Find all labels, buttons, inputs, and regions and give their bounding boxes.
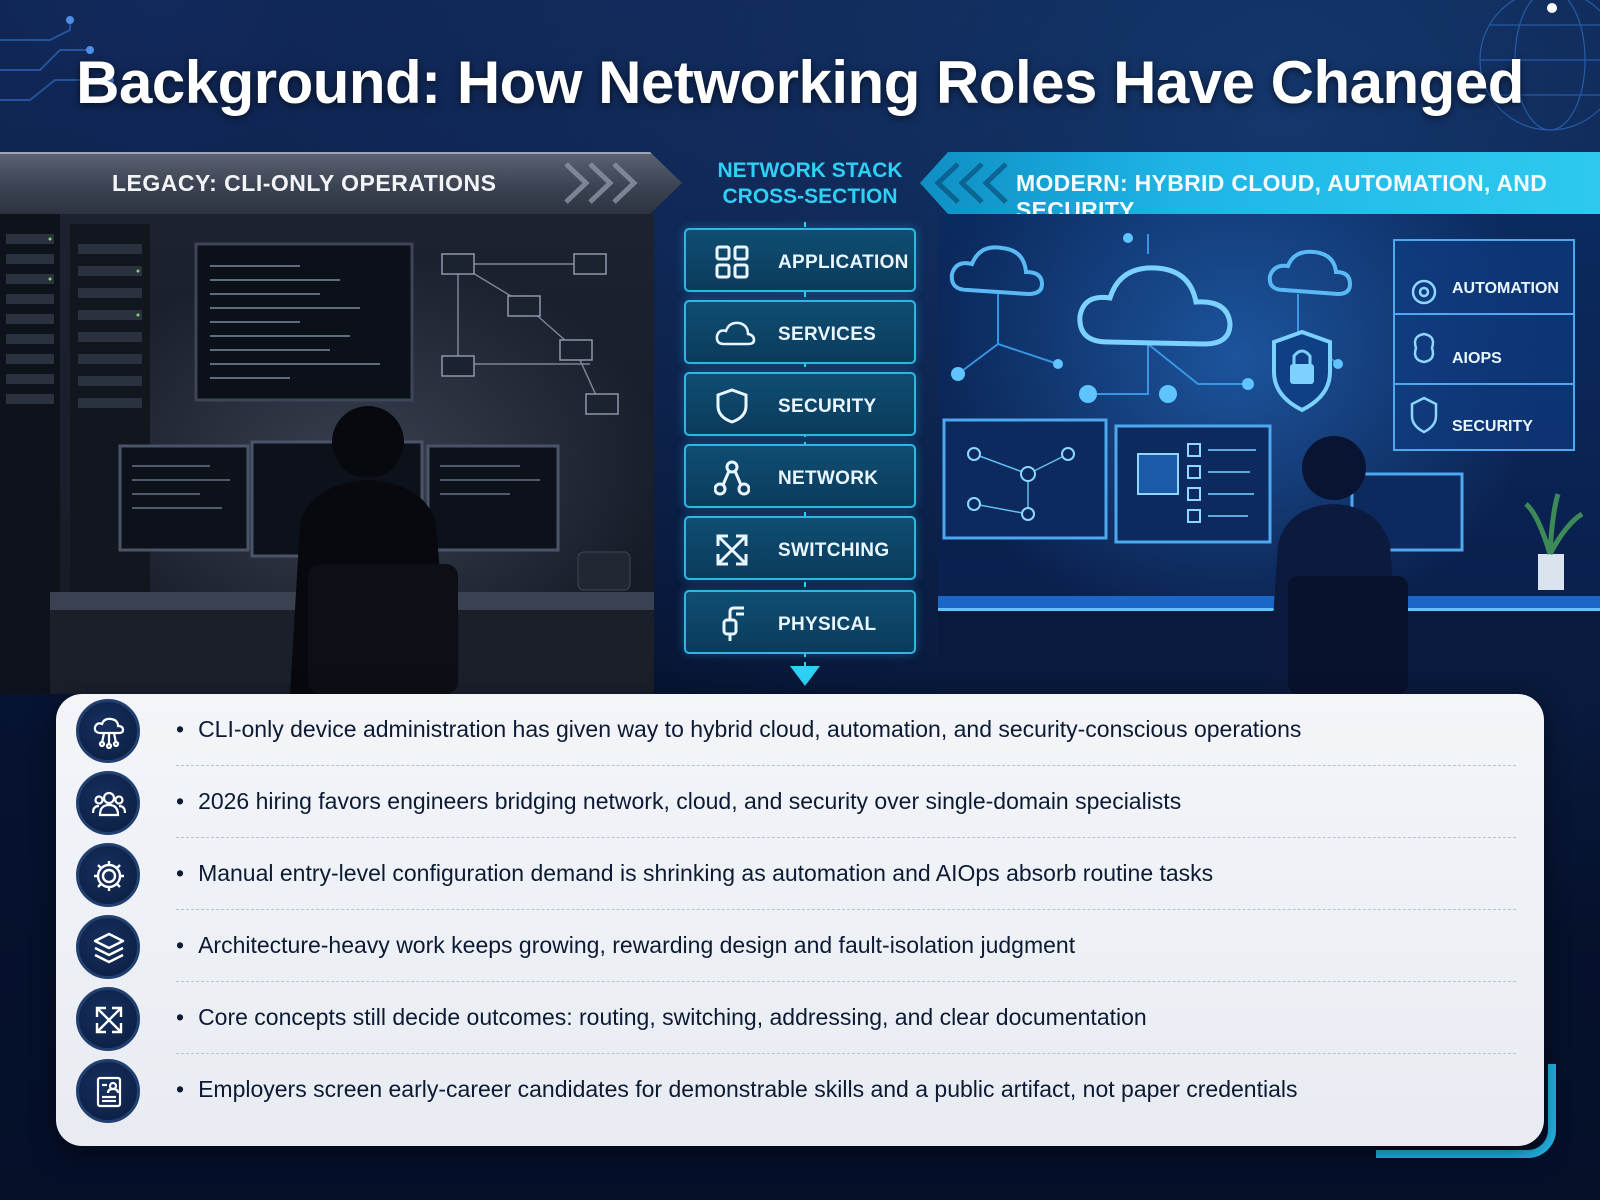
modern-scene: AUTOMATION AIOPS SECURITY [938, 214, 1600, 694]
nodes-icon [714, 460, 750, 496]
stack-layer-label: APPLICATION [778, 252, 909, 273]
stack-layer-label: PHYSICAL [778, 614, 877, 635]
stack-layer-label: SECURITY [778, 396, 877, 417]
gear-icon [76, 843, 140, 907]
bullet-panel: CLI-only device administration has given… [56, 694, 1544, 1146]
stack-layer-network: NETWORK [684, 444, 916, 508]
team-icon [76, 771, 140, 835]
cable-icon [722, 606, 744, 641]
modern-panel-item-security: SECURITY [1452, 418, 1533, 435]
stack-layer-label: SERVICES [778, 324, 877, 345]
stack-layer-switching: SWITCHING [684, 516, 916, 580]
row-divider [176, 981, 1516, 982]
row-divider [176, 909, 1516, 910]
stack-layer-physical: PHYSICAL [684, 590, 916, 654]
panel-accent [1376, 1064, 1556, 1158]
chevrons-right-icon [564, 162, 638, 204]
grid-icon [715, 245, 749, 279]
resume-icon [76, 1059, 140, 1123]
legacy-illustration [0, 214, 654, 694]
stack-layer-services: SERVICES [684, 300, 916, 364]
stack-layer-security: SECURITY [684, 372, 916, 436]
modern-panel-item-aiops: AIOPS [1452, 350, 1502, 367]
legacy-banner [0, 152, 682, 214]
chevrons-left-icon [934, 162, 1008, 204]
stack-layer-label: NETWORK [778, 468, 879, 489]
modern-banner [920, 152, 1600, 214]
globe-decoration [1479, 0, 1600, 131]
stack-title: NETWORK STACK CROSS-SECTION [690, 158, 930, 210]
arrow-down-icon [790, 666, 820, 686]
legacy-label: LEGACY: CLI-ONLY OPERATIONS [112, 170, 497, 196]
bullet-row: Employers screen early-career candidates… [76, 1054, 1526, 1126]
bullet-text: Manual entry-level configuration demand … [176, 860, 1213, 887]
bullet-text: Core concepts still decide outcomes: rou… [176, 1004, 1147, 1031]
bullet-row: 2026 hiring favors engineers bridging ne… [76, 766, 1526, 838]
cross-arrows-icon [716, 534, 748, 566]
circuit-decoration [0, 16, 114, 101]
cross-arrows-icon [76, 987, 140, 1051]
bullet-text: CLI-only device administration has given… [176, 716, 1301, 743]
stack-layer-application: APPLICATION [684, 228, 916, 292]
row-divider [176, 765, 1516, 766]
bullet-row: CLI-only device administration has given… [76, 694, 1526, 766]
bullet-text: Employers screen early-career candidates… [176, 1076, 1297, 1103]
row-divider [176, 837, 1516, 838]
legacy-scene [0, 214, 654, 694]
bullet-row: Core concepts still decide outcomes: rou… [76, 982, 1526, 1054]
modern-illustration [938, 233, 1600, 694]
stack-layer-label: SWITCHING [778, 540, 890, 561]
modern-label: MODERN: HYBRID CLOUD, AUTOMATION, AND SE… [1016, 170, 1548, 223]
layers-icon [76, 915, 140, 979]
cloud-network-icon [76, 699, 140, 763]
bullet-text: 2026 hiring favors engineers bridging ne… [176, 788, 1181, 815]
cloud-icon [715, 321, 756, 346]
page-title: Background: How Networking Roles Have Ch… [76, 49, 1524, 116]
stack-title-line2: CROSS-SECTION [722, 185, 898, 208]
stack-title-line1: NETWORK STACK [717, 159, 903, 182]
bullet-text: Architecture-heavy work keeps growing, r… [176, 932, 1075, 959]
bullet-row: Architecture-heavy work keeps growing, r… [76, 910, 1526, 982]
modern-panel-item-automation: AUTOMATION [1452, 280, 1559, 297]
shield-icon [716, 388, 748, 424]
bullet-row: Manual entry-level configuration demand … [76, 838, 1526, 910]
row-divider [176, 1053, 1516, 1054]
